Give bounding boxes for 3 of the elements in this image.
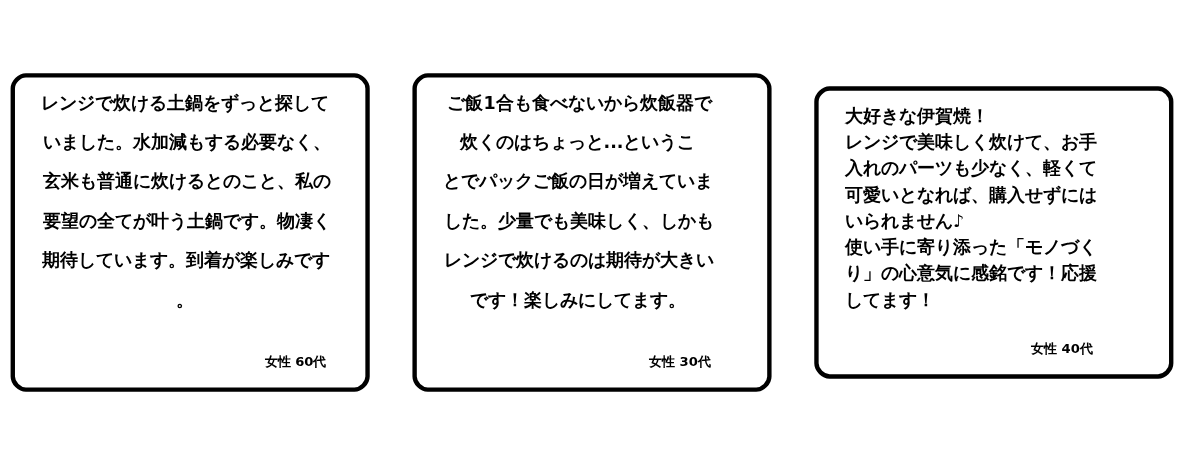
node-box: レンジで炊ける土鍋をずっと探していました。水加減もする必要なく、玄米も普通に炊けるとのこと、私の要望の全てが叶う土鍋です。物凄く期待しています。到着が楽しみです。 女性 60代 <box>10 73 370 392</box>
node-box: 大好きな伊賀焼！ レンジで美味しく炊けて、お手入れのパーツも少なく、軽くて可愛いとなれば、購入せずにはいられません♪ 使い手に寄り添った「モノづくり」の心意気に感銘です！応援してます！ 女性 40代 <box>814 86 1174 379</box>
node-box: ご飯1合も食べないから炊飯器で炊くのはちょっと...ということでパックご飯の日が増えていました。少量でも美味しく、しかもレンジで炊けるのは期待が大きいです！楽しみにしてます。 女性 30代 <box>412 73 772 392</box>
